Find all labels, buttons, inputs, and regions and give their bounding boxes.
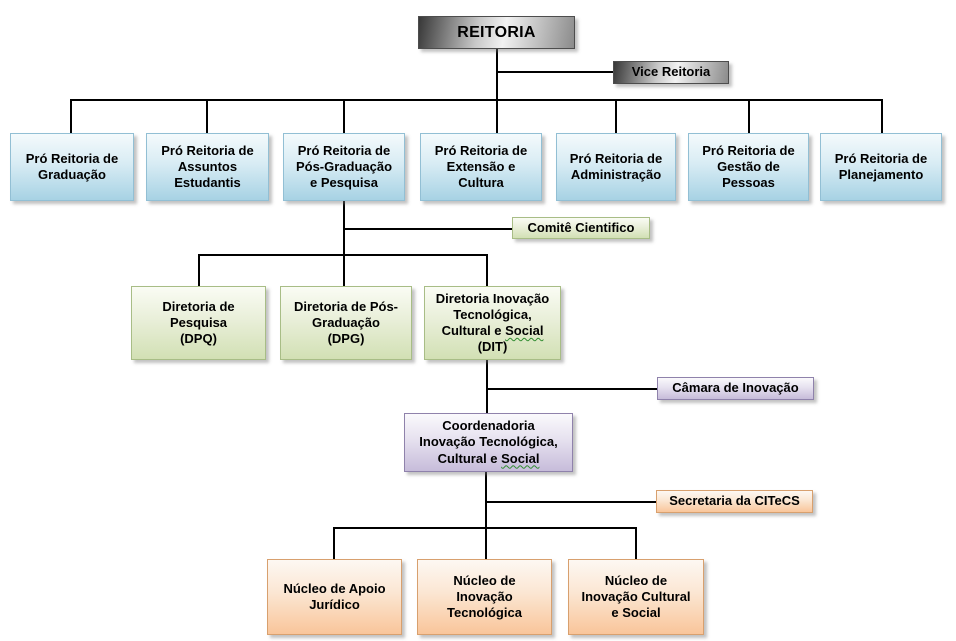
connector-stub-nucleo-juridico	[333, 527, 335, 560]
connector-camara-branch	[487, 388, 657, 390]
connector-coordenadoria-down	[485, 471, 487, 560]
connector-row3-bus	[333, 527, 637, 529]
connector-secretaria-branch	[486, 501, 656, 503]
connector-row1-bus	[70, 99, 883, 101]
connector-stub-nucleo-cultural	[635, 527, 637, 560]
node-diretoria-pesquisa-dpq: Diretoria de Pesquisa (DPQ)	[131, 286, 266, 360]
connector-stub-graduacao	[70, 99, 72, 134]
node-pro-reitoria-extensao-cultura: Pró Reitoria de Extensão e Cultura	[420, 133, 542, 201]
node-vice-reitoria: Vice Reitoria	[613, 61, 729, 84]
connector-posgrad-down	[343, 200, 345, 287]
connector-stub-dpq	[198, 254, 200, 287]
node-nucleo-inovacao-cultural-social: Núcleo de Inovação Cultural e Social	[568, 559, 704, 635]
node-coordenadoria-citecs: Coordenadoria Inovação Tecnológica,Cultu…	[404, 413, 573, 472]
dit-label: Diretoria Inovação Tecnológica,Cultural …	[436, 291, 549, 356]
node-diretoria-inovacao-dit: Diretoria Inovação Tecnológica,Cultural …	[424, 286, 561, 360]
connector-vice-branch	[497, 71, 614, 73]
node-pro-reitoria-graduacao: Pró Reitoria de Graduação	[10, 133, 134, 201]
coordenadoria-label: Coordenadoria Inovação Tecnológica,Cultu…	[419, 418, 557, 467]
coordenadoria-label-prefix: Cultural e	[437, 450, 502, 466]
connector-stub-administracao	[615, 99, 617, 134]
connector-stub-planejamento	[881, 99, 883, 134]
node-pro-reitoria-administracao: Pró Reitoria de Administração	[556, 133, 676, 201]
node-secretaria-citecs: Secretaria da CITeCS	[656, 490, 813, 513]
dit-label-social: Social	[505, 323, 544, 338]
dit-label-acronym: (DIT)	[477, 339, 508, 355]
node-diretoria-pos-graduacao-dpg: Diretoria de Pós- Graduação (DPG)	[280, 286, 412, 360]
connector-stub-posgrad	[343, 99, 345, 134]
node-pro-reitoria-planejamento: Pró Reitoria de Planejamento	[820, 133, 942, 201]
connector-stub-gestao	[748, 99, 750, 134]
node-pro-reitoria-pos-graduacao-pesquisa: Pró Reitoria de Pós-Graduação e Pesquisa	[283, 133, 405, 201]
node-nucleo-inovacao-tecnologica: Núcleo de Inovação Tecnológica	[417, 559, 552, 635]
coordenadoria-label-social: Social	[501, 450, 540, 466]
connector-reitoria-down	[496, 48, 498, 135]
coordenadoria-label-lines: Coordenadoria Inovação Tecnológica,	[419, 418, 558, 450]
node-pro-reitoria-assuntos-estudantis: Pró Reitoria de Assuntos Estudantis	[146, 133, 269, 201]
node-comite-cientifico: Comitê Cientifico	[512, 217, 650, 239]
node-reitoria: REITORIA	[418, 16, 575, 49]
node-nucleo-apoio-juridico: Núcleo de Apoio Jurídico	[267, 559, 402, 635]
dit-label-lines: Diretoria Inovação Tecnológica,	[435, 290, 550, 322]
node-pro-reitoria-gestao-pessoas: Pró Reitoria de Gestão de Pessoas	[688, 133, 809, 201]
connector-row2-bus	[198, 254, 488, 256]
connector-comite-branch	[344, 228, 513, 230]
connector-dit-down	[486, 359, 488, 414]
connector-stub-dit	[486, 254, 488, 287]
node-camara-inovacao: Câmara de Inovação	[657, 377, 814, 400]
connector-stub-assuntos	[206, 99, 208, 134]
dit-label-prefix: Cultural e	[441, 323, 506, 338]
